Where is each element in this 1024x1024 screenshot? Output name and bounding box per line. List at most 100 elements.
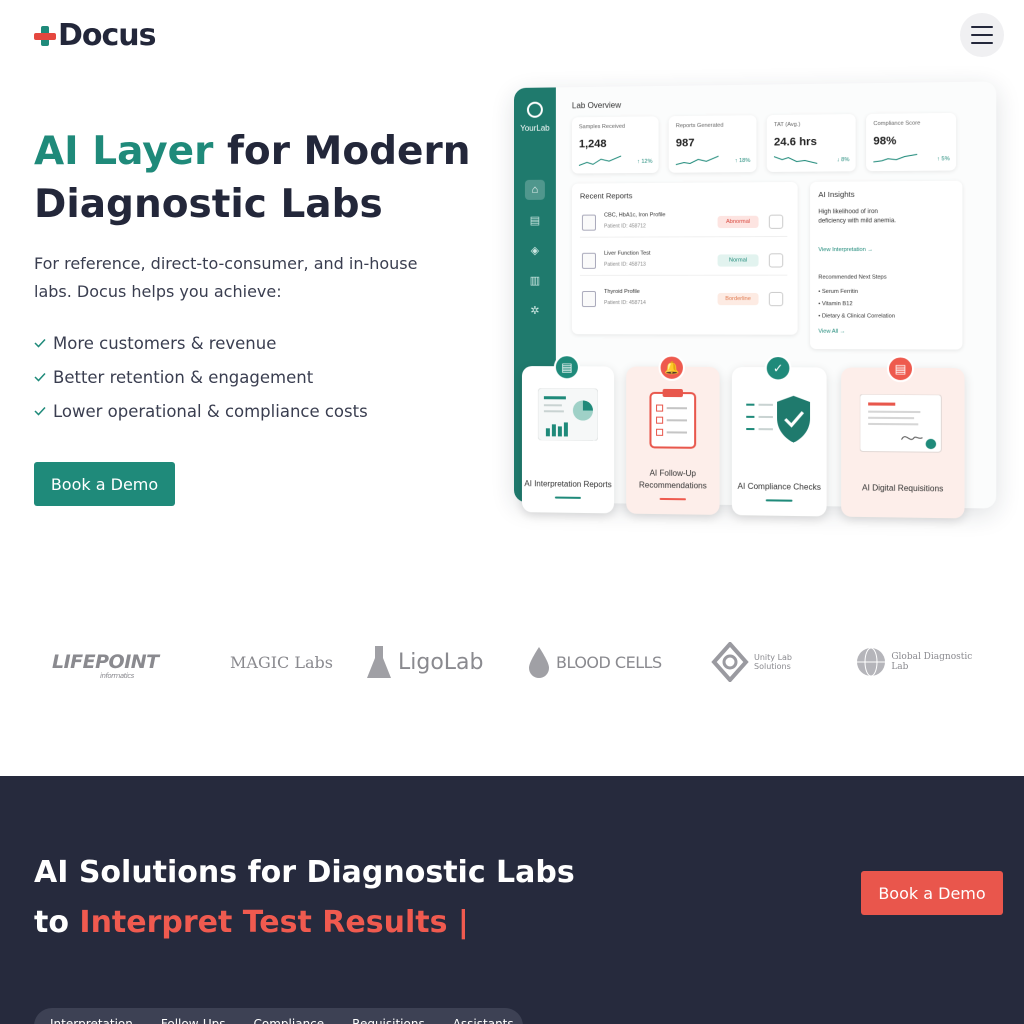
next-step-item: • Serum Ferritin <box>818 288 859 295</box>
tab-interpretation[interactable]: Interpretation <box>50 1017 133 1024</box>
document-icon: ▤ <box>553 354 580 381</box>
ai-insights-title: AI Insights <box>818 189 855 200</box>
view-all-link: View All → <box>818 328 846 335</box>
card-caption: AI Interpretation Reports <box>524 479 612 490</box>
patient-id: Patient ID: 458714 <box>604 300 646 307</box>
download-icon <box>768 214 784 229</box>
next-step-item: • Vitamin B12 <box>818 301 853 308</box>
solutions-tabs: Interpretation Follow-Ups Compliance Req… <box>34 1008 523 1024</box>
benefit-label: Lower operational & compliance costs <box>53 401 368 421</box>
patient-id: Patient ID: 458712 <box>604 223 646 230</box>
feature-card: ▤ AI Digital Requisitions <box>841 355 965 519</box>
status-badge: Normal <box>717 254 759 267</box>
benefit-item: More customers & revenue <box>34 326 368 360</box>
hero-subtitle: For reference, direct-to-consumer, and i… <box>34 254 418 301</box>
signed-document-icon <box>859 394 944 454</box>
tab-requisitions[interactable]: Requisitions <box>352 1017 425 1024</box>
benefit-item: Lower operational & compliance costs <box>34 394 368 428</box>
partner-logo-global-diagnostic: Global Diagnostic Lab <box>856 636 990 688</box>
benefit-label: Better retention & engagement <box>53 367 314 387</box>
home-icon: ⌂ <box>524 179 545 200</box>
kpi-card: Samples Received 1,248 ↑ 12% <box>571 116 659 174</box>
solutions-title-highlight: Interpret Test Results | <box>79 905 469 940</box>
drop-icon <box>529 647 549 678</box>
gear-icon: ✲ <box>530 304 540 317</box>
report-name: Thyroid Profile <box>604 288 640 295</box>
logo-text: Docus <box>58 18 157 53</box>
download-icon <box>768 253 784 268</box>
benefit-label: More customers & revenue <box>53 333 277 353</box>
book-demo-button-secondary[interactable]: Book a Demo <box>861 871 1003 915</box>
report-row: CBC, HbA1c, Iron Profile Patient ID: 458… <box>579 206 788 238</box>
insight-text: High likelihood of iron deficiency with … <box>818 208 897 225</box>
dashboard-mockup-image: YourLab ⌂ ▤ ◈ ▥ ✲ Lab Overview Samples R… <box>508 81 1008 542</box>
view-interpretation-link: View Interpretation → <box>818 246 874 254</box>
hamburger-menu-icon[interactable] <box>960 13 1004 57</box>
hero-title-accent: AI Layer <box>34 129 214 174</box>
document-icon <box>581 214 596 231</box>
next-steps-title: Recommended Next Steps <box>818 274 887 281</box>
kpi-value: 98% <box>873 135 897 148</box>
partner-logos: LIFEPOINT informatics MAGIC Labs LigoLab… <box>40 636 990 688</box>
benefits-list: More customers & revenue Better retentio… <box>34 326 368 428</box>
kpi-delta: ↓ 8% <box>836 157 850 164</box>
card-underline <box>554 496 581 499</box>
check-icon <box>34 372 46 382</box>
sparkline-icon <box>774 153 817 166</box>
kpi-label: Reports Generated <box>675 122 724 130</box>
kpi-delta: ↑ 5% <box>936 156 950 163</box>
dashboard-brand: YourLab <box>520 123 550 133</box>
lab-logo-icon <box>526 101 543 118</box>
report-chart-icon <box>537 388 599 441</box>
partner-logo-unity-lab: Unity Lab Solutions <box>710 636 804 688</box>
kpi-label: Compliance Score <box>873 120 921 128</box>
solutions-section: AI Solutions for Diagnostic Labs to Inte… <box>0 776 1024 1024</box>
feature-card: 🔔 AI Follow-Up Recommendations <box>626 354 720 515</box>
tab-follow-ups[interactable]: Follow-Ups <box>160 1017 226 1024</box>
unity-knot-icon <box>711 642 749 682</box>
check-icon <box>34 406 46 416</box>
book-demo-button[interactable]: Book a Demo <box>34 462 175 506</box>
chart-icon: ▥ <box>529 274 541 287</box>
kpi-card: Reports Generated 987 ↑ 18% <box>668 115 757 173</box>
logo-plus-icon <box>34 22 56 50</box>
sparkline-icon <box>579 155 621 167</box>
solutions-title-prefix: to <box>34 905 69 940</box>
shield-check-icon: ✓ <box>764 354 792 382</box>
recent-reports-panel: Recent Reports CBC, HbA1c, Iron Profile … <box>571 181 798 335</box>
docus-logo[interactable]: Docus <box>34 18 157 53</box>
kpi-value: 987 <box>675 137 695 150</box>
hero-title-rest: for Modern Diagnostic Labs <box>34 129 471 227</box>
recent-reports-title: Recent Reports <box>579 191 633 201</box>
hero-title: AI Layer for Modern Diagnostic Labs <box>34 125 494 231</box>
partner-logo-blood-cells: BLOOD CELLS <box>528 636 662 688</box>
bell-icon: 🔔 <box>658 354 685 381</box>
document-icon <box>581 252 596 269</box>
document-icon: ▤ <box>529 214 541 227</box>
document-icon: ▤ <box>886 355 915 383</box>
sparkline-icon <box>676 154 719 167</box>
kpi-card: TAT (Avg.) 24.6 hrs ↓ 8% <box>766 114 856 172</box>
shield-icon: ◈ <box>530 244 540 257</box>
kpi-card: Compliance Score 98% ↑ 5% <box>866 112 957 172</box>
dashboard-window: YourLab ⌂ ▤ ◈ ▥ ✲ Lab Overview Samples R… <box>514 81 997 519</box>
kpi-delta: ↑ 18% <box>734 157 751 165</box>
next-step-item: • Dietary & Clinical Correlation <box>818 313 896 320</box>
download-icon <box>768 291 784 307</box>
dashboard-section-title: Lab Overview <box>571 100 622 111</box>
tab-compliance[interactable]: Compliance <box>253 1017 325 1024</box>
report-row: Liver Function Test Patient ID: 458713 N… <box>579 245 788 276</box>
flask-icon <box>367 646 391 678</box>
sparkline-icon <box>873 152 917 165</box>
card-caption: AI Digital Requisitions <box>861 483 944 494</box>
kpi-label: TAT (Avg.) <box>773 121 801 129</box>
tab-assistants[interactable]: Assistants <box>452 1017 514 1024</box>
globe-icon <box>857 647 885 677</box>
card-caption: AI Follow-Up Recommendations <box>638 468 707 491</box>
solutions-title-line1: AI Solutions for Diagnostic Labs <box>34 855 575 890</box>
partner-logo-ligolab: LigoLab <box>366 636 484 688</box>
kpi-value: 24.6 hrs <box>773 135 817 149</box>
feature-card: ▤ AI Interpretation Reports <box>521 354 615 514</box>
partner-logo-magic-labs: MAGIC Labs <box>230 652 333 672</box>
status-badge: Borderline <box>717 292 759 306</box>
